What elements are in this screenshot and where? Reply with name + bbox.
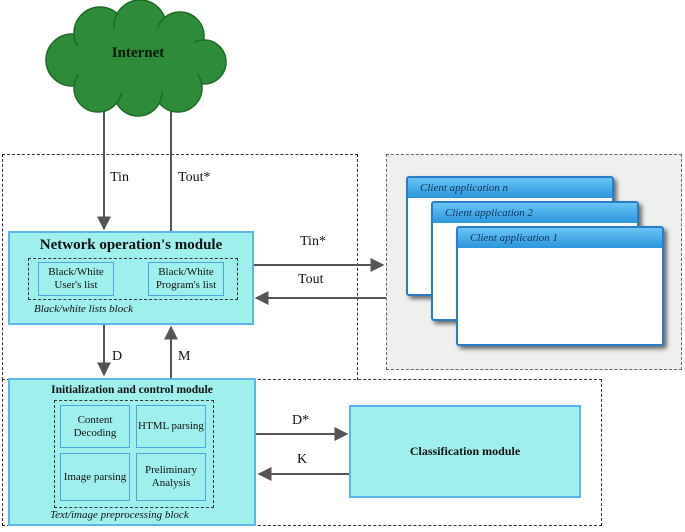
label-tin: Tin: [110, 170, 129, 185]
internet-label: Internet: [111, 45, 165, 61]
label-d-star: D*: [292, 413, 310, 428]
preliminary-analysis-cell[interactable]: Preliminary Analysis: [136, 453, 206, 501]
label-tin-star: Tin*: [300, 234, 326, 249]
image-parsing-cell[interactable]: Image parsing: [60, 453, 130, 501]
program-list[interactable]: Black/White Program's list: [148, 262, 224, 296]
label-tout-star: Tout*: [178, 170, 211, 185]
label-d: D: [112, 349, 123, 364]
client-window-1[interactable]: Client application 1: [456, 226, 664, 346]
content-decoding-cell[interactable]: Content Decoding: [60, 405, 130, 448]
server-region-bottom: [2, 379, 602, 526]
client-window-n-title: Client application n: [408, 178, 612, 198]
label-k: K: [297, 452, 308, 467]
label-m: M: [178, 349, 191, 364]
lists-block-caption: Black/white lists block: [34, 303, 133, 315]
client-window-1-title: Client application 1: [458, 228, 662, 248]
preprocessing-block: [54, 400, 214, 508]
html-parsing-cell[interactable]: HTML parsing: [136, 405, 206, 448]
network-operation-module[interactable]: Network operation's module Black/White U…: [8, 231, 254, 325]
label-tout: Tout: [298, 272, 324, 287]
network-module-title: Network operation's module: [39, 237, 223, 253]
internet-cloud: [45, 0, 227, 117]
user-list[interactable]: Black/White User's list: [38, 262, 114, 296]
preprocessing-caption: Text/image preprocessing block: [50, 509, 189, 521]
init-control-module[interactable]: Initialization and control module Conten…: [8, 378, 256, 526]
client-window-2-title: Client application 2: [433, 203, 637, 223]
init-module-title: Initialization and control module: [51, 384, 213, 396]
classification-title: Classification module: [409, 444, 521, 458]
classification-module[interactable]: Classification module: [349, 405, 581, 498]
black-white-lists-block: [28, 258, 238, 300]
server-region-top: [2, 154, 358, 380]
